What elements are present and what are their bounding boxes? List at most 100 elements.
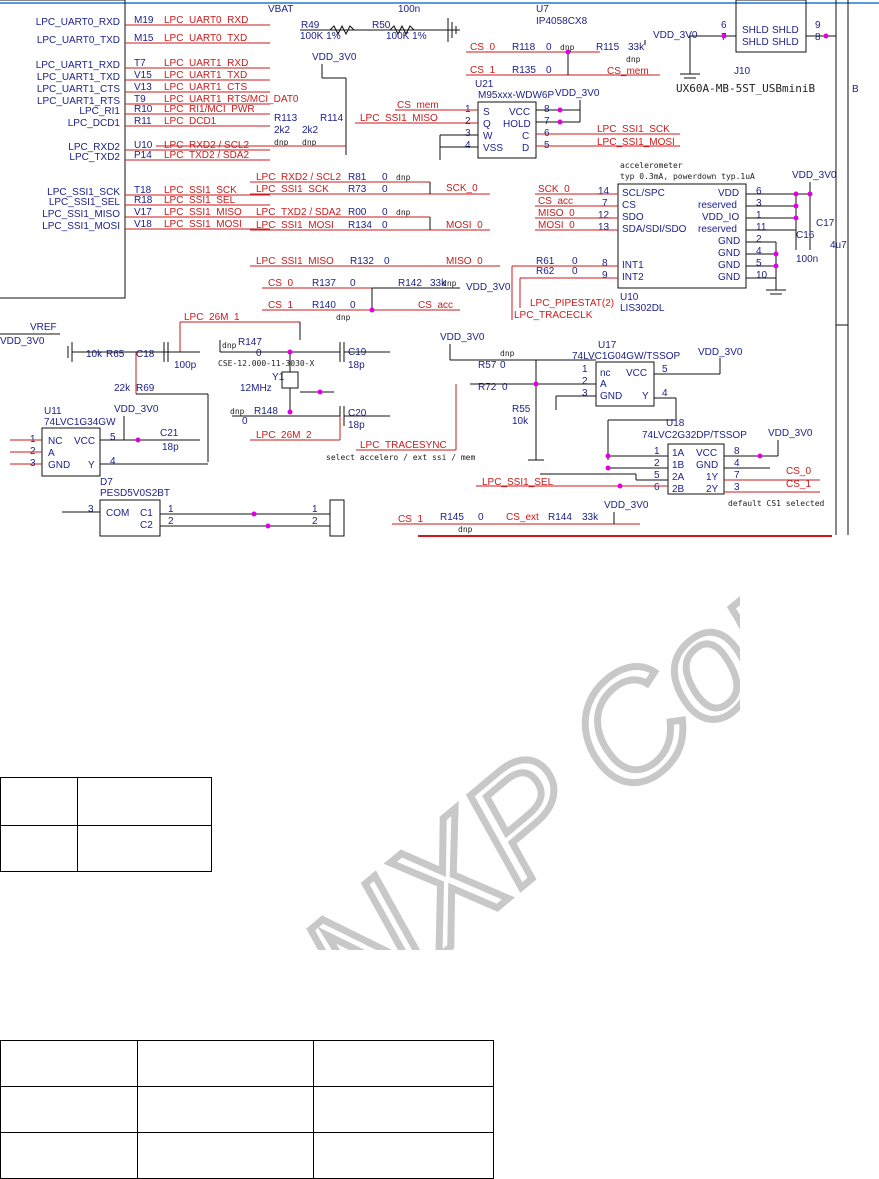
u21-pin-vss: VSS <box>483 143 503 154</box>
rxd2-net2: LPC_RXD2 / SCL2 <box>256 172 341 183</box>
u18-1b: 1B <box>672 460 685 471</box>
r115-value: 33k <box>628 42 645 53</box>
lpc-pin-number: V17 <box>134 207 152 218</box>
sck0-u10: SCK_0 <box>538 184 570 195</box>
u11-a: A <box>48 448 55 459</box>
d7-out1: 1 <box>312 504 318 515</box>
r142-dnp: dnp <box>442 279 457 288</box>
r61-label: R61 <box>536 256 555 267</box>
r142-value: 33k <box>430 278 447 289</box>
r140-value: 0 <box>350 300 356 311</box>
j10-label: J10 <box>734 66 751 77</box>
u10-int2: INT2 <box>622 272 644 283</box>
lpc-pin-number: V13 <box>134 82 152 93</box>
u17-part: 74LVC1G04GW/TSSOP <box>572 351 681 362</box>
r142-label: R142 <box>398 278 422 289</box>
j10-pin8: 8 <box>815 32 821 43</box>
lpc-pin-name: LPC_RXD2 <box>68 142 120 153</box>
u21-n3: 3 <box>465 128 471 139</box>
j10-shld-4: SHLD <box>772 37 799 48</box>
r118-label: R118 <box>512 42 536 53</box>
vdd-u10: VDD_3V0 <box>792 170 837 181</box>
cs0-u18: CS_0 <box>786 466 811 477</box>
26m1-net: LPC_26M_1 <box>184 312 240 323</box>
u17-n4: 4 <box>662 388 668 399</box>
r113-dnp: dnp <box>274 138 289 147</box>
r57-label: R57 <box>478 360 497 371</box>
u21-pin-d: D <box>522 143 529 154</box>
u18-n8: 8 <box>734 446 740 457</box>
u11-n5: 5 <box>110 432 116 443</box>
vdd-r144: VDD_3V0 <box>604 500 649 511</box>
u18-label: U18 <box>666 418 685 429</box>
vdd-r57: VDD_3V0 <box>440 332 485 343</box>
lpc-pin-net: LPC_UART1_TXD <box>164 70 247 81</box>
u10-vdd: VDD <box>718 188 739 199</box>
lpc-pin-number: P14 <box>134 150 152 161</box>
r148-label: R148 <box>254 406 278 417</box>
sheet-zone-b: B <box>852 84 859 95</box>
r132-value: 0 <box>384 256 390 267</box>
d7-c1: C1 <box>140 508 153 519</box>
u21-pin-w: W <box>483 131 493 142</box>
u10-cs: CS <box>622 200 636 211</box>
u21-pin-vcc: VCC <box>509 107 530 118</box>
u17-n5: 5 <box>662 364 668 375</box>
r81-value: 0 <box>382 172 388 183</box>
lpc-pin-number: M19 <box>134 15 154 26</box>
csacc-r142: CS_acc <box>418 300 453 311</box>
r118-value: 0 <box>546 42 552 53</box>
tracesync-net: LPC_TRACESYNC <box>360 440 447 451</box>
u21-pin-s: S <box>483 107 490 118</box>
acc-note1: accelerometer <box>620 161 683 170</box>
r50-value: 100K 1% <box>386 31 427 42</box>
r140-dnp: dnp <box>336 313 351 322</box>
u17-n2: 2 <box>582 376 588 387</box>
u21-pin-c: C <box>522 131 529 142</box>
u10-gnd1: GND <box>718 236 740 247</box>
r55-value: 10k <box>512 416 529 427</box>
u10-label: U10 <box>620 292 639 303</box>
r134-value: 0 <box>382 220 388 231</box>
u17-vcc: VCC <box>626 368 647 379</box>
table-large-cell <box>0 1040 138 1087</box>
r62-label: R62 <box>536 266 555 277</box>
u10-n13: 13 <box>598 222 610 233</box>
r00-value: 0 <box>382 207 388 218</box>
r69-label: R69 <box>136 383 155 394</box>
u10-res1: reserved <box>698 200 737 211</box>
u18-1a: 1A <box>672 448 685 459</box>
vdd-u21: VDD_3V0 <box>555 88 600 99</box>
cs1-r140: CS_1 <box>268 300 293 311</box>
u17-gnd: GND <box>600 391 622 402</box>
lpc-pin-net: LPC_SSI1_MOSI <box>164 219 242 230</box>
lpc-pin-net: LPC_UART0_TXD <box>164 33 247 44</box>
u18-part: 74LVC2G32DP/TSSOP <box>642 430 747 441</box>
r55-label: R55 <box>512 404 531 415</box>
r113-value: 2k2 <box>274 125 291 136</box>
miso0-u10: MISO_0 <box>538 208 575 219</box>
lpc-pin-number: R18 <box>134 195 153 206</box>
r57-value: 0 <box>500 360 506 371</box>
c21-value: 18p <box>162 442 179 453</box>
sck-r73: LPC_SSI1_SCK <box>256 184 329 195</box>
c17-label: C17 <box>816 218 835 229</box>
j10-part: UX60A-MB-5ST_USBminiB <box>676 82 815 95</box>
r49-value: 100K 1% <box>300 31 341 42</box>
c17-value: 4u7 <box>830 240 847 251</box>
u21-pin-hold: HOLD <box>503 119 531 130</box>
r115-dnp: dnp <box>626 55 641 64</box>
u18-n5: 5 <box>654 470 660 481</box>
d7-out2: 2 <box>312 516 318 527</box>
u18-n7: 7 <box>734 470 740 481</box>
d7-n1: 1 <box>168 504 174 515</box>
table-large-cell <box>313 1086 494 1133</box>
u10-gnd3: GND <box>718 260 740 271</box>
table-small-cell <box>0 777 78 826</box>
r135-label: R135 <box>512 65 536 76</box>
u17-n3: 3 <box>582 388 588 399</box>
u17-y: Y <box>642 391 649 402</box>
r148-dnp: dnp <box>230 407 245 416</box>
u11-n4: 4 <box>110 456 116 467</box>
r114-value: 2k2 <box>302 125 319 136</box>
